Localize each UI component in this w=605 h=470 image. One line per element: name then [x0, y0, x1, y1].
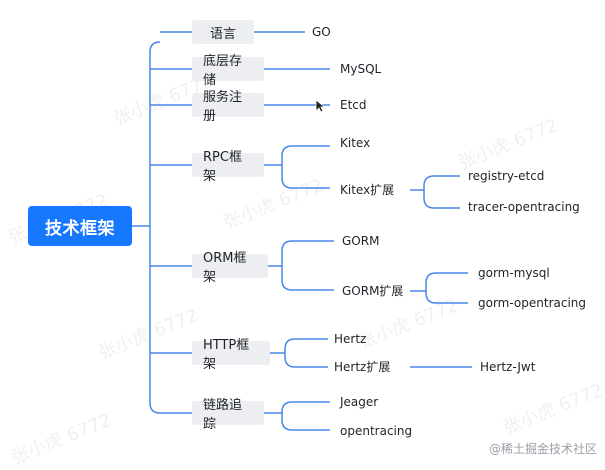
leaf-gorm-ext[interactable]: GORM扩展 — [342, 284, 404, 298]
leaf-go[interactable]: GO — [312, 25, 331, 39]
mouse-cursor-icon — [315, 99, 325, 113]
root-node[interactable]: 技术框架 — [28, 206, 132, 246]
leaf-etcd[interactable]: Etcd — [340, 98, 367, 112]
leaf-hertz[interactable]: Hertz — [334, 332, 367, 346]
leaf-kitex[interactable]: Kitex — [340, 136, 371, 150]
connector-http — [270, 338, 328, 368]
node-http[interactable]: HTTP框架 — [192, 338, 270, 372]
connector-trace — [264, 401, 330, 431]
leaf-gorm-mysql[interactable]: gorm-mysql — [478, 266, 550, 280]
leaf-mysql[interactable]: MySQL — [340, 62, 382, 76]
leaf-jeager[interactable]: Jeager — [340, 395, 379, 409]
connector-rpc — [264, 145, 330, 189]
node-rpc[interactable]: RPC框架 — [192, 150, 264, 184]
connector-gorm-ext — [410, 272, 468, 304]
leaf-tracer-opentracing[interactable]: tracer-opentracing — [468, 200, 580, 214]
node-storage[interactable]: 底层存储 — [192, 54, 264, 88]
node-orm[interactable]: ORM框架 — [192, 251, 268, 285]
leaf-gorm[interactable]: GORM — [342, 234, 380, 248]
leaf-opentracing[interactable]: opentracing — [340, 424, 413, 438]
node-tracing[interactable]: 链路追踪 — [192, 398, 264, 432]
connector-kitex-ext — [410, 175, 460, 209]
leaf-registry-etcd[interactable]: registry-etcd — [468, 169, 545, 183]
leaf-hertz-ext[interactable]: Hertz扩展 — [334, 360, 391, 374]
leaf-gorm-opentracing[interactable]: gorm-opentracing — [478, 296, 587, 310]
node-registry[interactable]: 服务注册 — [192, 90, 264, 124]
node-language[interactable]: 语言 — [192, 20, 254, 44]
footer-credit: @稀土掘金技术社区 — [488, 442, 597, 456]
leaf-kitex-ext[interactable]: Kitex扩展 — [340, 183, 395, 197]
connector-main-spine — [149, 41, 161, 414]
connector-orm — [268, 240, 334, 291]
leaf-hertz-jwt[interactable]: Hertz-Jwt — [480, 360, 536, 374]
